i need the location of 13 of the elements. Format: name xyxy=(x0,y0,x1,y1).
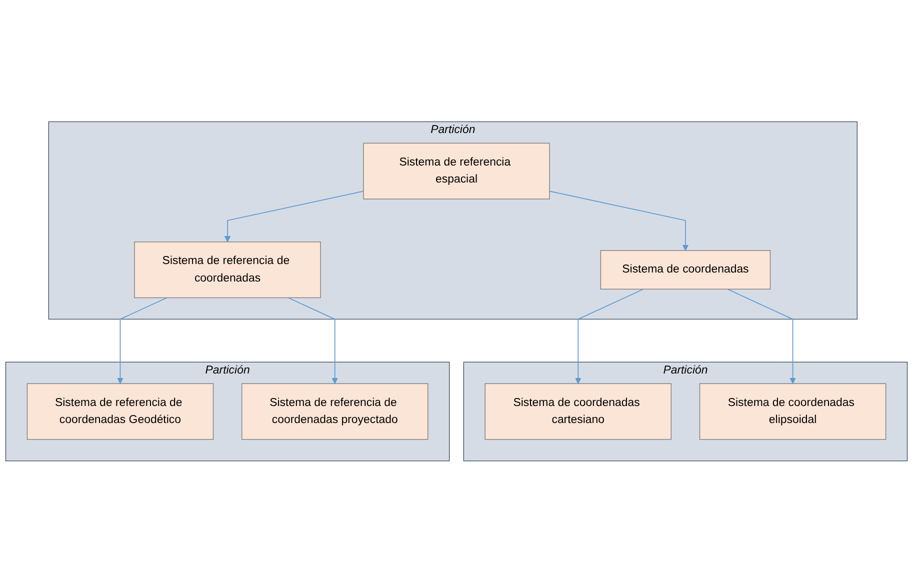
node-box: Sistema de referencia espacial xyxy=(363,143,550,200)
arrow xyxy=(224,190,364,242)
arrow xyxy=(549,190,689,251)
node-box: Sistema de referencia de coordenadas Geodético xyxy=(26,383,214,440)
node-box: Sistema de coordenadas cartesiano xyxy=(484,383,672,440)
node-box: Sistema de referencia de coordenadas proyectado xyxy=(242,383,428,440)
arrow xyxy=(288,298,338,384)
node-box: Sistema de coordenadas elipsoidal xyxy=(699,383,886,440)
arrow xyxy=(727,288,796,384)
arrow xyxy=(117,298,168,384)
arrow xyxy=(574,288,644,384)
node-box: Sistema de referencia de coordenadas xyxy=(134,242,321,298)
node-box: Sistema de coordenadas xyxy=(600,250,771,290)
